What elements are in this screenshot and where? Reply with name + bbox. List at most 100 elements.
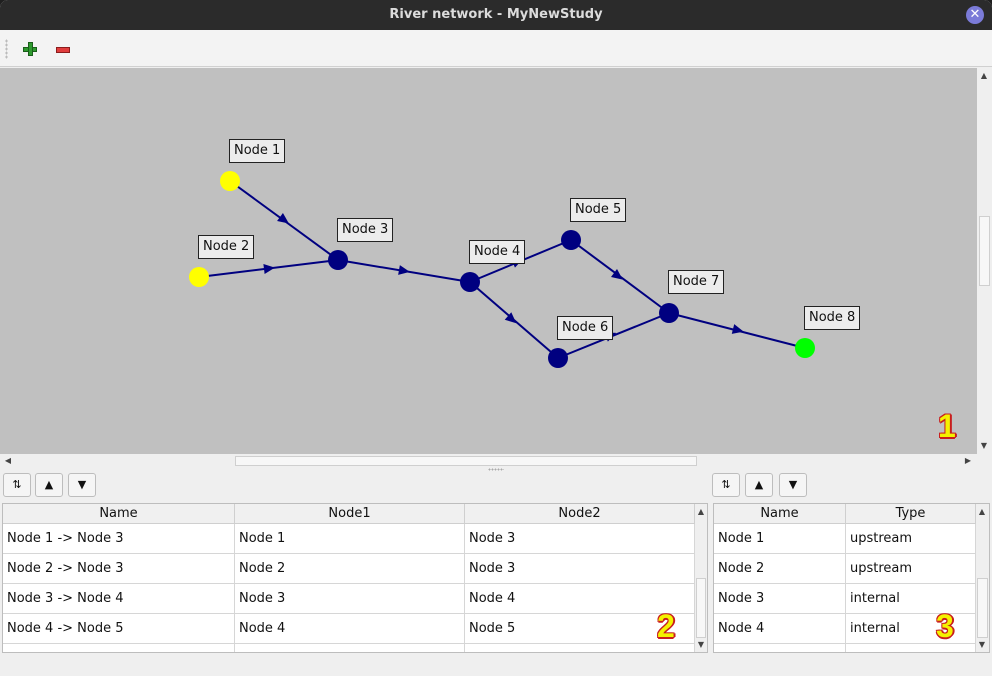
arrow-icon: [610, 269, 623, 280]
add-node-button[interactable]: [20, 39, 40, 59]
node-name-cell[interactable]: Node 3: [714, 584, 846, 614]
node-name-cell[interactable]: Node 4: [714, 614, 846, 644]
network-graph-canvas[interactable]: [0, 68, 977, 454]
node-7-label[interactable]: Node 7: [668, 270, 725, 294]
sort-icon: ⇅: [721, 478, 731, 491]
nodes-move-down-button[interactable]: ▼: [779, 473, 807, 497]
nodes-table-scroll-thumb[interactable]: [977, 578, 988, 638]
scroll-right-arrow-icon[interactable]: ▶: [964, 456, 972, 465]
window-title: River network - MyNewStudy: [389, 7, 603, 22]
edges-table: Name Node1 Node2 Node 1 -> Node 3 Node 1…: [2, 503, 708, 653]
edge-name-cell[interactable]: Node 1 -> Node 3: [3, 524, 235, 554]
graph-vertical-scroll-thumb[interactable]: [979, 216, 990, 286]
edges-table-header: Name Node1 Node2: [3, 504, 695, 524]
edge-node2-cell[interactable]: Node 3: [465, 524, 695, 554]
arrow-up-icon: ▲: [754, 478, 764, 491]
nodes-table: Name Type Node 1 upstream Node 2 upstrea…: [713, 503, 990, 653]
column-header-name[interactable]: Name: [3, 504, 235, 524]
node-type-cell[interactable]: internal: [846, 614, 976, 644]
node-6-point[interactable]: [548, 348, 568, 368]
nodes-move-up-button[interactable]: ▲: [745, 473, 773, 497]
node-2-label[interactable]: Node 2: [198, 235, 255, 259]
remove-node-button[interactable]: [53, 39, 73, 59]
edge-name-cell[interactable]: Node 2 -> Node 3: [3, 554, 235, 584]
nodes-table-marker: 3: [936, 608, 954, 644]
edges-sort-button[interactable]: ⇅: [3, 473, 31, 497]
arrow-down-icon: ▼: [788, 478, 798, 491]
title-bar: River network - MyNewStudy ✕: [0, 0, 992, 30]
node-3-label[interactable]: Node 3: [337, 218, 394, 242]
arrow-up-icon: ▲: [44, 478, 54, 491]
node-2-point[interactable]: [189, 267, 209, 287]
scroll-down-arrow-icon[interactable]: ▼: [697, 640, 705, 649]
table-row[interactable]: [3, 644, 695, 652]
node-3-point[interactable]: [328, 250, 348, 270]
table-row[interactable]: Node 1 upstream: [714, 524, 976, 554]
table-row[interactable]: Node 4 -> Node 5 Node 4 Node 5: [3, 614, 695, 644]
edge-name-cell[interactable]: Node 3 -> Node 4: [3, 584, 235, 614]
sort-icon: ⇅: [12, 478, 22, 491]
graph-horizontal-scrollbar[interactable]: ◀ ▶: [0, 454, 977, 468]
graph-vertical-scrollbar[interactable]: ▲ ▼: [977, 68, 992, 454]
nodes-table-scrollbar[interactable]: ▲ ▼: [976, 504, 989, 652]
node-7-point[interactable]: [659, 303, 679, 323]
column-header-type[interactable]: Type: [846, 504, 976, 524]
scroll-up-arrow-icon[interactable]: ▲: [697, 507, 705, 516]
edge-node2-cell[interactable]: Node 4: [465, 584, 695, 614]
edges-table-scroll-thumb[interactable]: [696, 578, 706, 638]
toolbar-grip[interactable]: [5, 39, 8, 59]
scroll-down-arrow-icon[interactable]: ▼: [978, 640, 986, 649]
node-name-cell[interactable]: Node 2: [714, 554, 846, 584]
table-row[interactable]: Node 2 -> Node 3 Node 2 Node 3: [3, 554, 695, 584]
node-5-label[interactable]: Node 5: [570, 198, 627, 222]
minus-icon: [56, 47, 70, 53]
edge-node1-cell[interactable]: Node 4: [235, 614, 465, 644]
edges-move-up-button[interactable]: ▲: [35, 473, 63, 497]
column-header-node2[interactable]: Node2: [465, 504, 695, 524]
table-row[interactable]: Node 3 internal: [714, 584, 976, 614]
node-1-label[interactable]: Node 1: [229, 139, 286, 163]
node-8-point[interactable]: [795, 338, 815, 358]
node-6-label[interactable]: Node 6: [557, 316, 614, 340]
edge-node1-cell[interactable]: Node 1: [235, 524, 465, 554]
node-4-point[interactable]: [460, 272, 480, 292]
edge-name-cell[interactable]: Node 4 -> Node 5: [3, 614, 235, 644]
node-type-cell[interactable]: upstream: [846, 524, 976, 554]
table-row[interactable]: Node 4 internal: [714, 614, 976, 644]
node-4-label[interactable]: Node 4: [469, 240, 526, 264]
graph-nodes: [189, 171, 815, 368]
splitter-handle[interactable]: [488, 468, 504, 471]
edge-node1-cell[interactable]: Node 3: [235, 584, 465, 614]
edges-table-scrollbar[interactable]: ▲ ▼: [695, 504, 707, 652]
scroll-up-arrow-icon[interactable]: ▲: [980, 71, 988, 80]
column-header-node1[interactable]: Node1: [235, 504, 465, 524]
edge-node1-cell[interactable]: Node 2: [235, 554, 465, 584]
node-type-cell[interactable]: upstream: [846, 554, 976, 584]
nodes-table-header: Name Type: [714, 504, 976, 524]
network-graph-view[interactable]: Node 1 Node 2 Node 3 Node 4 Node 5 Node …: [0, 68, 977, 454]
table-row[interactable]: [714, 644, 976, 652]
graph-horizontal-scroll-thumb[interactable]: [235, 456, 697, 466]
scroll-up-arrow-icon[interactable]: ▲: [978, 507, 986, 516]
edge-node2-cell[interactable]: Node 3: [465, 554, 695, 584]
arrow-icon: [731, 324, 744, 334]
nodes-sort-button[interactable]: ⇅: [712, 473, 740, 497]
column-header-name[interactable]: Name: [714, 504, 846, 524]
node-1-point[interactable]: [220, 171, 240, 191]
graph-area-marker: 1: [938, 408, 956, 444]
scroll-down-arrow-icon[interactable]: ▼: [980, 441, 988, 450]
node-5-point[interactable]: [561, 230, 581, 250]
table-row[interactable]: Node 2 upstream: [714, 554, 976, 584]
table-row[interactable]: Node 1 -> Node 3 Node 1 Node 3: [3, 524, 695, 554]
scroll-left-arrow-icon[interactable]: ◀: [4, 456, 12, 465]
node-type-cell[interactable]: internal: [846, 584, 976, 614]
node-name-cell[interactable]: Node 1: [714, 524, 846, 554]
edge-node2-cell[interactable]: Node 5: [465, 614, 695, 644]
toolbar: [0, 30, 992, 67]
close-icon[interactable]: ✕: [966, 6, 984, 24]
arrow-icon: [504, 312, 517, 324]
table-row[interactable]: Node 3 -> Node 4 Node 3 Node 4: [3, 584, 695, 614]
node-8-label[interactable]: Node 8: [804, 306, 861, 330]
edges-move-down-button[interactable]: ▼: [68, 473, 96, 497]
